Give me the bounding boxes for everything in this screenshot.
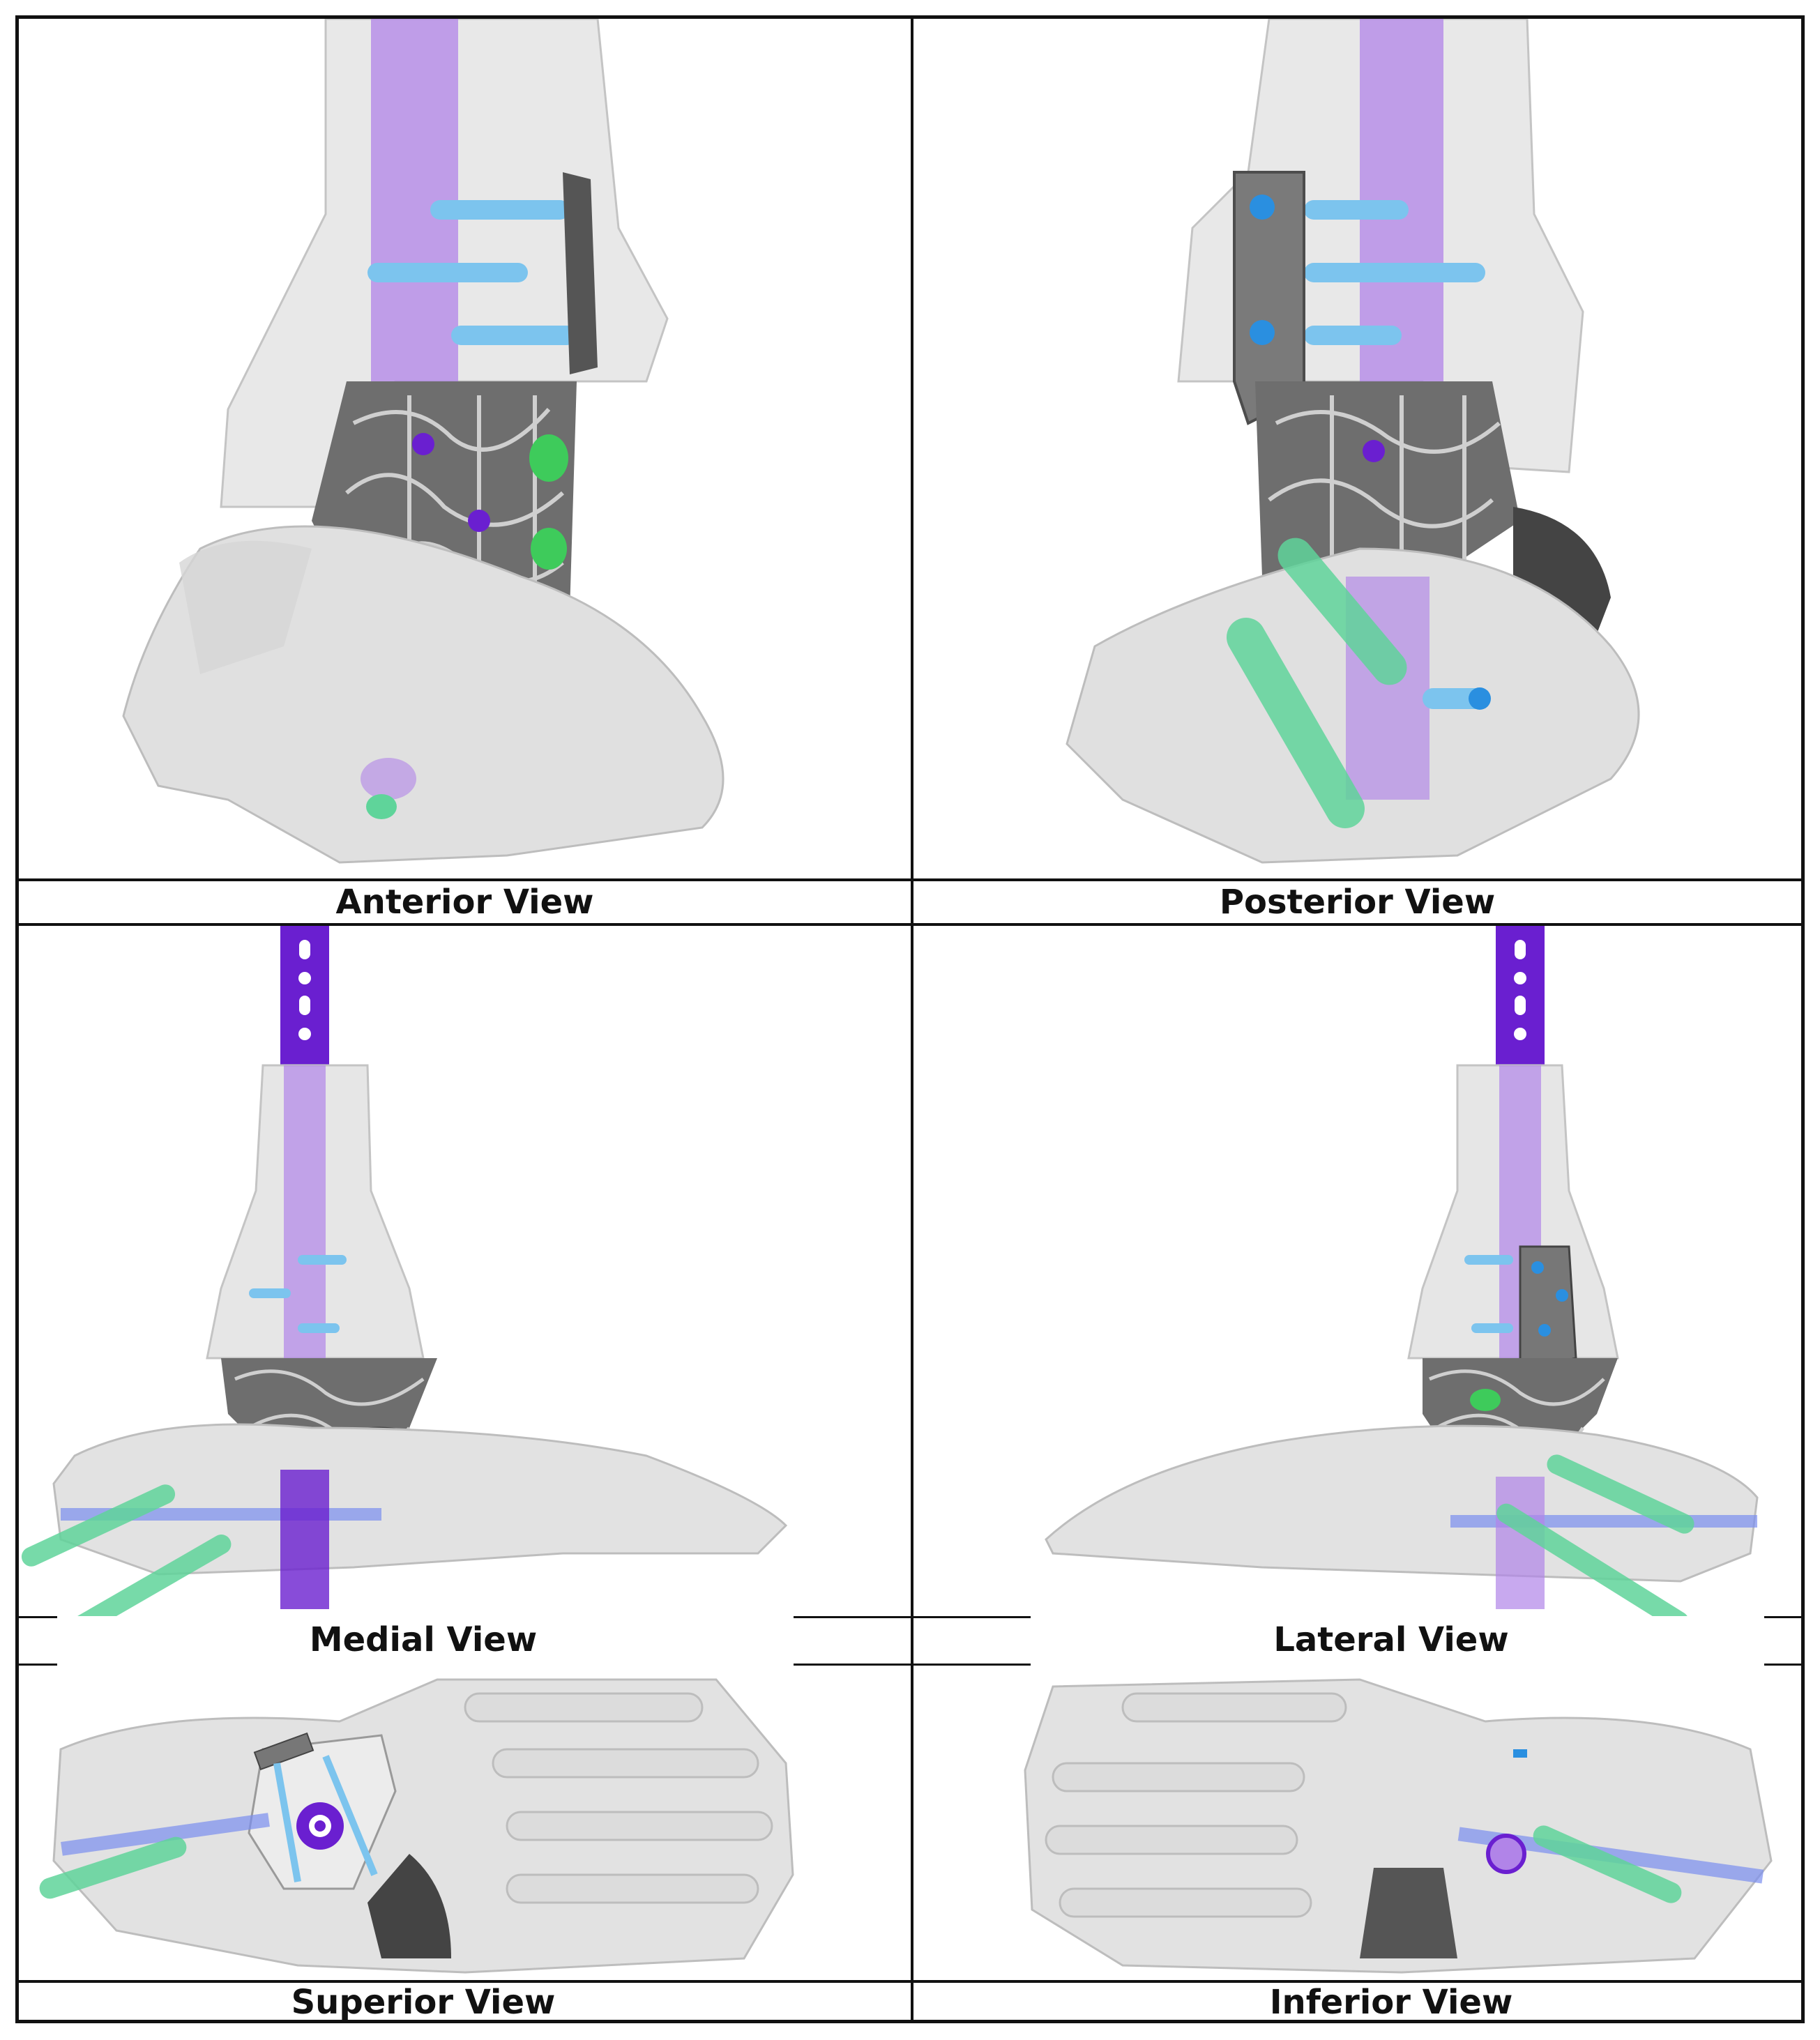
row2-rule-mid-b [794,1664,1031,1666]
lateral-view-illustration [1045,926,1759,1616]
posterior-view-panel [913,19,1801,878]
anterior-view-label: Anterior View [335,883,594,922]
medial-view-panel [19,926,911,1616]
superior-view-panel [19,1666,911,1980]
inferior-view-panel [913,1666,1801,1980]
row2-rule-right-a [1764,1616,1805,1618]
row2-rule-right-b [1764,1664,1805,1666]
row2-rule-left-a [15,1616,57,1618]
superior-view-label: Superior View [291,1983,556,2022]
superior-view-illustration [39,1678,794,1974]
inferior-view-illustration [1024,1678,1773,1974]
row2-rule-mid-a [794,1616,1031,1618]
medial-view-illustration [21,926,788,1616]
posterior-view-illustration [1066,19,1640,864]
row2-rule-left-b [15,1664,57,1666]
posterior-view-label: Posterior View [1219,883,1496,922]
row1-label-bottom-rule [15,923,1805,926]
anterior-view-illustration [122,19,725,864]
lateral-view-panel [913,926,1801,1616]
lateral-view-label: Lateral View [1273,1620,1509,1659]
row3-label-top-rule [15,1980,1805,1983]
medial-view-label: Medial View [309,1620,538,1659]
anterior-view-panel [19,19,911,878]
inferior-view-label: Inferior View [1269,1983,1513,2022]
center-divider [911,15,913,2023]
figure-frame [15,15,1805,2023]
row1-label-top-rule [15,878,1805,881]
